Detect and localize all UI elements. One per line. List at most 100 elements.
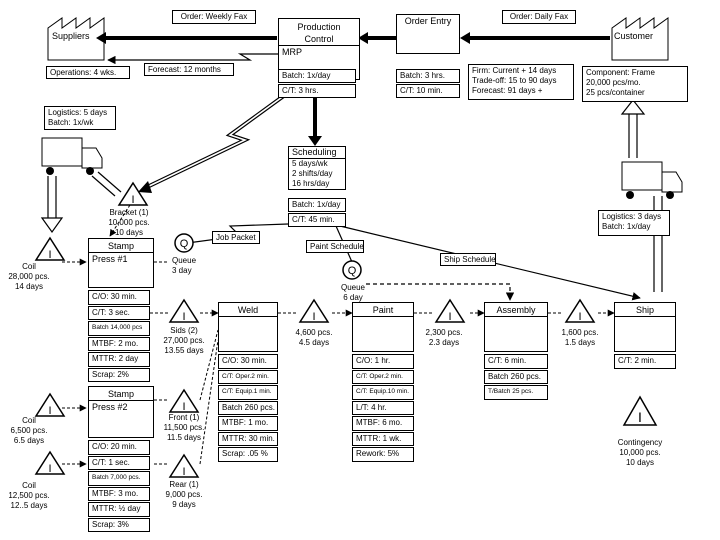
assembly-ship-inventory-label: 1,600 pcs.1.5 days <box>561 328 599 347</box>
oe-ct-label: C/T: 10 min. <box>396 84 460 98</box>
scheduling-box: Scheduling 5 days/wk 2 shifts/day 16 hrs… <box>288 146 346 190</box>
rear-inventory-label: Rear (1)9,000 pcs.9 days <box>165 480 203 509</box>
weld-data-row: MTBF: 1 mo. <box>218 416 278 431</box>
firm-tradeoff-box: Firm: Current + 14 days Trade-off: 15 to… <box>468 64 574 100</box>
production-control-line1: Production <box>297 22 341 32</box>
scheduling-hours: 16 hrs/day <box>292 179 330 188</box>
weld-data-row: MTTR: 30 min. <box>218 431 278 446</box>
pc-batch-label: Batch: 1x/day <box>278 69 356 83</box>
tradeoff-line: Trade-off: 15 to 90 days <box>472 76 557 85</box>
stamp2-data-row: C/T: 1 sec. <box>88 455 150 470</box>
stamp1-data-row: Batch 14,000 pcs <box>88 321 150 336</box>
supplier-truck-icon <box>41 137 103 175</box>
paint-assembly-inventory-label: 2,300 pcs.2.3 days <box>425 328 463 347</box>
weld-data-row: C/T: Equip.1 min. <box>218 385 278 400</box>
mrp-to-bracket-lightning <box>144 93 287 190</box>
paint-data-row: C/T: Oper.2 min. <box>352 369 414 384</box>
assembly-data-row: T/Batch 25 pcs. <box>484 385 548 400</box>
weld-data-row: C/O: 30 min. <box>218 354 278 369</box>
order-daily-arrow <box>460 32 610 44</box>
supplier-operations-label: Operations: 4 wks. <box>46 66 130 79</box>
order-entry-box: Order Entry <box>396 14 460 54</box>
order-daily-fax-label: Order: Daily Fax <box>502 10 576 24</box>
ship-process: Ship <box>614 302 676 352</box>
stamp2-data-row: Scrap: 3% <box>88 517 150 532</box>
stamp2-data-row: MTBF: 3 mo. <box>88 486 150 501</box>
forecast-lightning-arrow <box>107 53 280 65</box>
scheduling-title: Scheduling <box>289 147 345 159</box>
svg-text:I: I <box>182 311 185 323</box>
stamp2-data-row: Batch 7,000 pcs. <box>88 471 150 486</box>
paint-data-row: Rework: 5% <box>352 447 414 462</box>
customer-label: Customer <box>614 31 654 41</box>
scheduling-ct-label: C/T: 45 min. <box>288 213 346 227</box>
customer-to-truck-arrow <box>620 99 646 158</box>
supplier-logistics-box: Logistics: 5 days Batch: 1x/wk <box>44 106 116 130</box>
bracket-inventory-label: Bracket (1)10,000 pcs.10 days <box>108 208 150 237</box>
supplier-push-arrows <box>40 171 122 234</box>
pc-ct-label: C/T: 3 hrs. <box>278 84 356 98</box>
container-line: 25 pcs/container <box>586 88 645 97</box>
stamp1-data-row: MTTR: 2 day <box>88 352 150 367</box>
mrp-label: MRP <box>279 45 359 58</box>
svg-text:I: I <box>638 409 642 425</box>
oe-batch-label: Batch: 3 hrs. <box>396 69 460 83</box>
stamp2-data-row: MTTR: ½ day <box>88 502 150 517</box>
stamp-press-2-process: Stamp Press #2 <box>88 386 154 438</box>
inventory-triangle-icon <box>34 181 658 478</box>
push-arrows-process-flow <box>62 204 615 468</box>
paint-data-row: C/T: Equip.10 min. <box>352 385 414 400</box>
queue-circle-icon <box>174 233 362 280</box>
weld-process: Weld <box>218 302 278 352</box>
production-to-scheduling-arrow <box>308 98 322 146</box>
front-inventory-label: Front (1)11,500 pcs.11.5 days <box>163 413 205 442</box>
customer-logistics-line2: Batch: 1x/day <box>602 222 651 231</box>
suppliers-label: Suppliers <box>52 31 90 41</box>
customer-logistics-line1: Logistics: 3 days <box>602 212 662 221</box>
weld-data-row: Batch 260 pcs. <box>218 400 278 415</box>
scheduling-batch-label: Batch: 1x/day <box>288 198 346 212</box>
stamp2-data-row: C/O: 20 min. <box>88 440 150 455</box>
svg-text:I: I <box>48 249 51 261</box>
scheduling-shifts: 2 shifts/day <box>292 169 333 178</box>
firm-line: Firm: Current + 14 days <box>472 66 557 75</box>
supplier-factory-icon <box>47 17 105 61</box>
component-line: Component: Frame <box>586 68 655 77</box>
assembly-data-row: Batch 260 pcs. <box>484 369 548 384</box>
paint-schedule-label: Paint Schedule <box>306 240 364 253</box>
ship-schedule-label: Ship Schedule <box>440 253 496 266</box>
sids-inventory-label: Sids (2)27,000 pcs.13.55 days <box>163 326 205 355</box>
weld-paint-inventory-label: 4,600 pcs.4.5 days <box>295 328 333 347</box>
scheduling-days: 5 days/wk <box>292 159 328 168</box>
order-entry-to-production-arrow <box>358 32 398 44</box>
customer-logistics-box: Logistics: 3 days Batch: 1x/day <box>598 210 670 236</box>
ship-data-row: C/T: 2 min. <box>614 354 676 369</box>
paint-data-row: MTBF: 6 mo. <box>352 416 414 431</box>
svg-text:I: I <box>182 401 185 413</box>
customer-factory-icon <box>611 17 669 61</box>
weld-data-row: Scrap: .05 % <box>218 447 278 462</box>
production-control-line2: Control <box>304 34 334 44</box>
order-weekly-arrow <box>96 32 277 44</box>
paint-process: Paint <box>352 302 414 352</box>
paint-queue-to-assembly-dashed <box>366 283 515 301</box>
customer-truck-icon <box>621 161 683 199</box>
monthly-demand-line: 20,000 pcs/mo. <box>586 78 641 87</box>
paint-data-row: C/O: 1 hr. <box>352 354 414 369</box>
forecast-label: Forecast: 12 months <box>144 63 234 76</box>
supplier-logistics-line1: Logistics: 5 days <box>48 108 108 117</box>
assembly-process: Assembly <box>484 302 548 352</box>
weld-data-row: C/T: Oper.2 min. <box>218 369 278 384</box>
job-packet-label: Job Packet <box>212 231 260 244</box>
paint-data-row: MTTR: 1 wk. <box>352 431 414 446</box>
customer-component-box: Component: Frame 20,000 pcs/mo. 25 pcs/c… <box>582 66 688 102</box>
svg-text:I: I <box>182 466 185 478</box>
stamp1-data-row: MTBF: 2 mo. <box>88 336 150 351</box>
